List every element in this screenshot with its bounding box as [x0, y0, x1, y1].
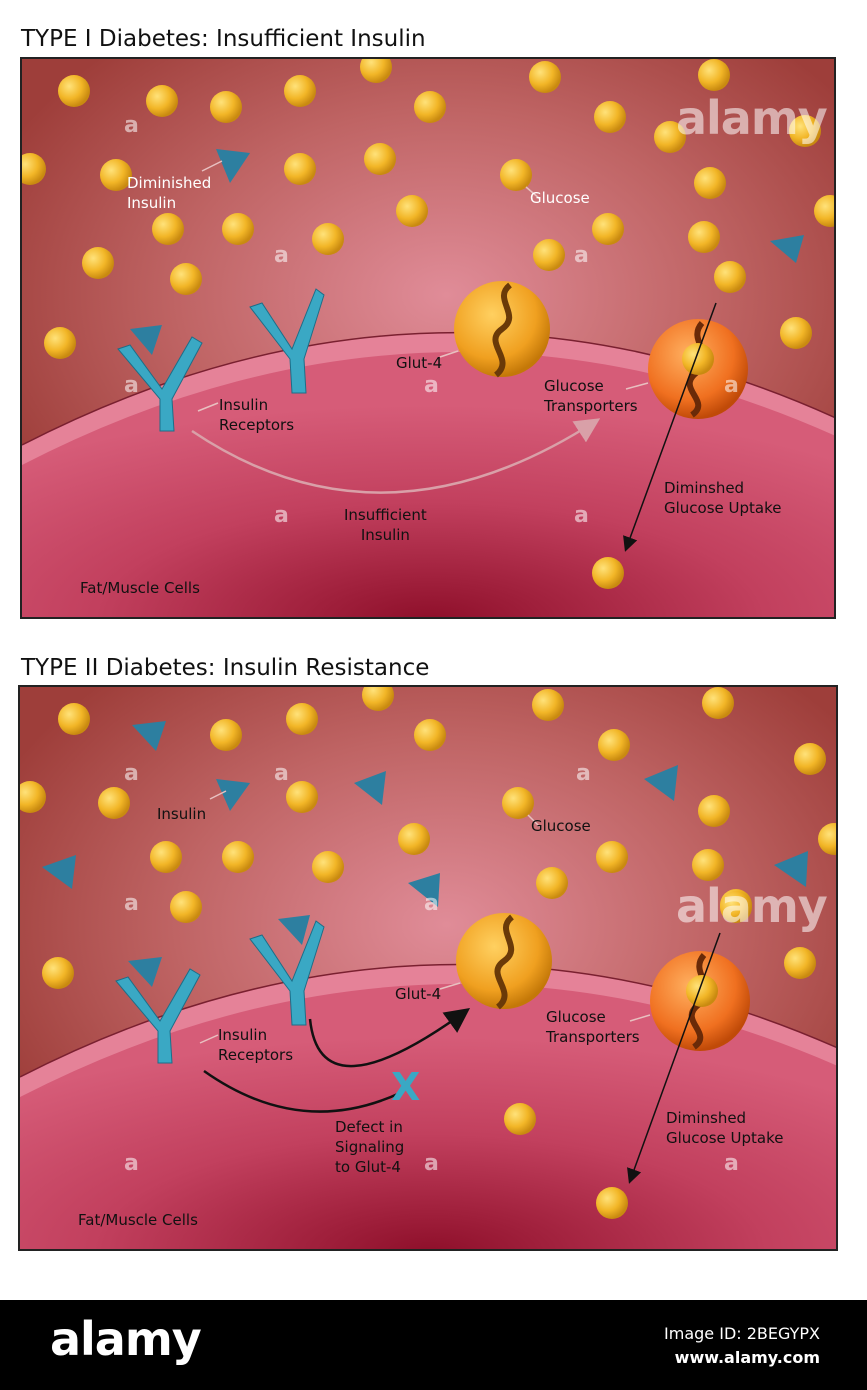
uptake-arrow [627, 932, 721, 1184]
cell-membrane [22, 332, 834, 465]
label-glucose: Glucose [531, 817, 591, 835]
uptake-arrow [623, 302, 717, 552]
insulin-receptors [117, 288, 325, 432]
label-insulin: Insulin [157, 805, 207, 823]
watermark-a: a [424, 373, 439, 398]
watermark-a: a [424, 891, 439, 916]
glut4-protein [456, 913, 552, 1010]
label-glucose-transporters: Glucose Transporters [546, 1008, 640, 1046]
label-glucose-transporters: Glucose Transporters [544, 377, 638, 415]
label-cells: Fat/Muscle Cells [78, 1211, 198, 1229]
label-glut4: Glut-4 [396, 354, 443, 372]
watermark-a: a [124, 891, 139, 916]
watermark-a: a [274, 503, 289, 528]
panel1-diagram: Diminished Insulin Glucose Glut-4 Glucos… [20, 57, 836, 619]
watermark-a: a [724, 373, 739, 398]
glucose-transporter [648, 319, 748, 419]
watermark: alamy [676, 879, 828, 933]
glut4-protein [454, 281, 550, 378]
insulin-molecules [42, 721, 808, 987]
label-diminished-uptake: Diminshed Glucose Uptake [666, 1109, 784, 1147]
insulin-receptors [115, 920, 325, 1064]
image-id: Image ID: 2BEGYPX [664, 1324, 820, 1343]
watermark-a: a [424, 1151, 439, 1176]
label-insulin-receptors: Insulin Receptors [218, 1026, 294, 1064]
defect-x-mark: X [391, 1065, 421, 1109]
label-insulin-receptors: Insulin Receptors [219, 396, 295, 434]
label-glucose: Glucose [530, 189, 590, 207]
insufficient-insulin-arrow [191, 418, 601, 494]
watermark-a: a [274, 761, 289, 786]
panel1-title: TYPE I Diabetes: Insufficient Insulin [21, 26, 426, 52]
panel2-diagram: X Insulin Glucose Glut-4 Glucose Transpo… [18, 685, 838, 1251]
watermark: alamy [676, 91, 828, 145]
cell-membrane [20, 964, 836, 1097]
label-glut4: Glut-4 [395, 985, 442, 1003]
label-cells: Fat/Muscle Cells [80, 579, 200, 597]
panel2-title: TYPE II Diabetes: Insulin Resistance [21, 655, 430, 681]
signaling-arrow-1 [203, 1069, 401, 1113]
alamy-logo: alamy [50, 1312, 202, 1366]
label-diminished-insulin: Diminished Insulin [127, 174, 212, 212]
glucose-molecules [22, 59, 834, 589]
label-defect-signaling: Defect in Signaling to Glut-4 [335, 1118, 405, 1176]
label-diminished-uptake: Diminshed Glucose Uptake [664, 479, 782, 517]
watermark-a: a [124, 1151, 139, 1176]
label-insufficient-insulin: Insufficient Insulin [344, 506, 427, 544]
watermark-a: a [576, 761, 591, 786]
watermark-a: a [274, 243, 289, 268]
panel2-illustration [20, 687, 836, 1249]
watermark-a: a [124, 761, 139, 786]
signaling-arrow-2 [308, 1008, 471, 1068]
site-url: www.alamy.com [674, 1348, 820, 1367]
watermark-a: a [574, 503, 589, 528]
watermark-a: a [124, 113, 139, 138]
watermark-a: a [724, 1151, 739, 1176]
panel1-illustration [22, 59, 834, 617]
footer-bar: alamy Image ID: 2BEGYPX www.alamy.com [0, 1300, 867, 1390]
glucose-transporter [650, 891, 752, 1051]
insulin-molecules [130, 149, 804, 355]
watermark-a: a [574, 243, 589, 268]
watermark-a: a [124, 373, 139, 398]
